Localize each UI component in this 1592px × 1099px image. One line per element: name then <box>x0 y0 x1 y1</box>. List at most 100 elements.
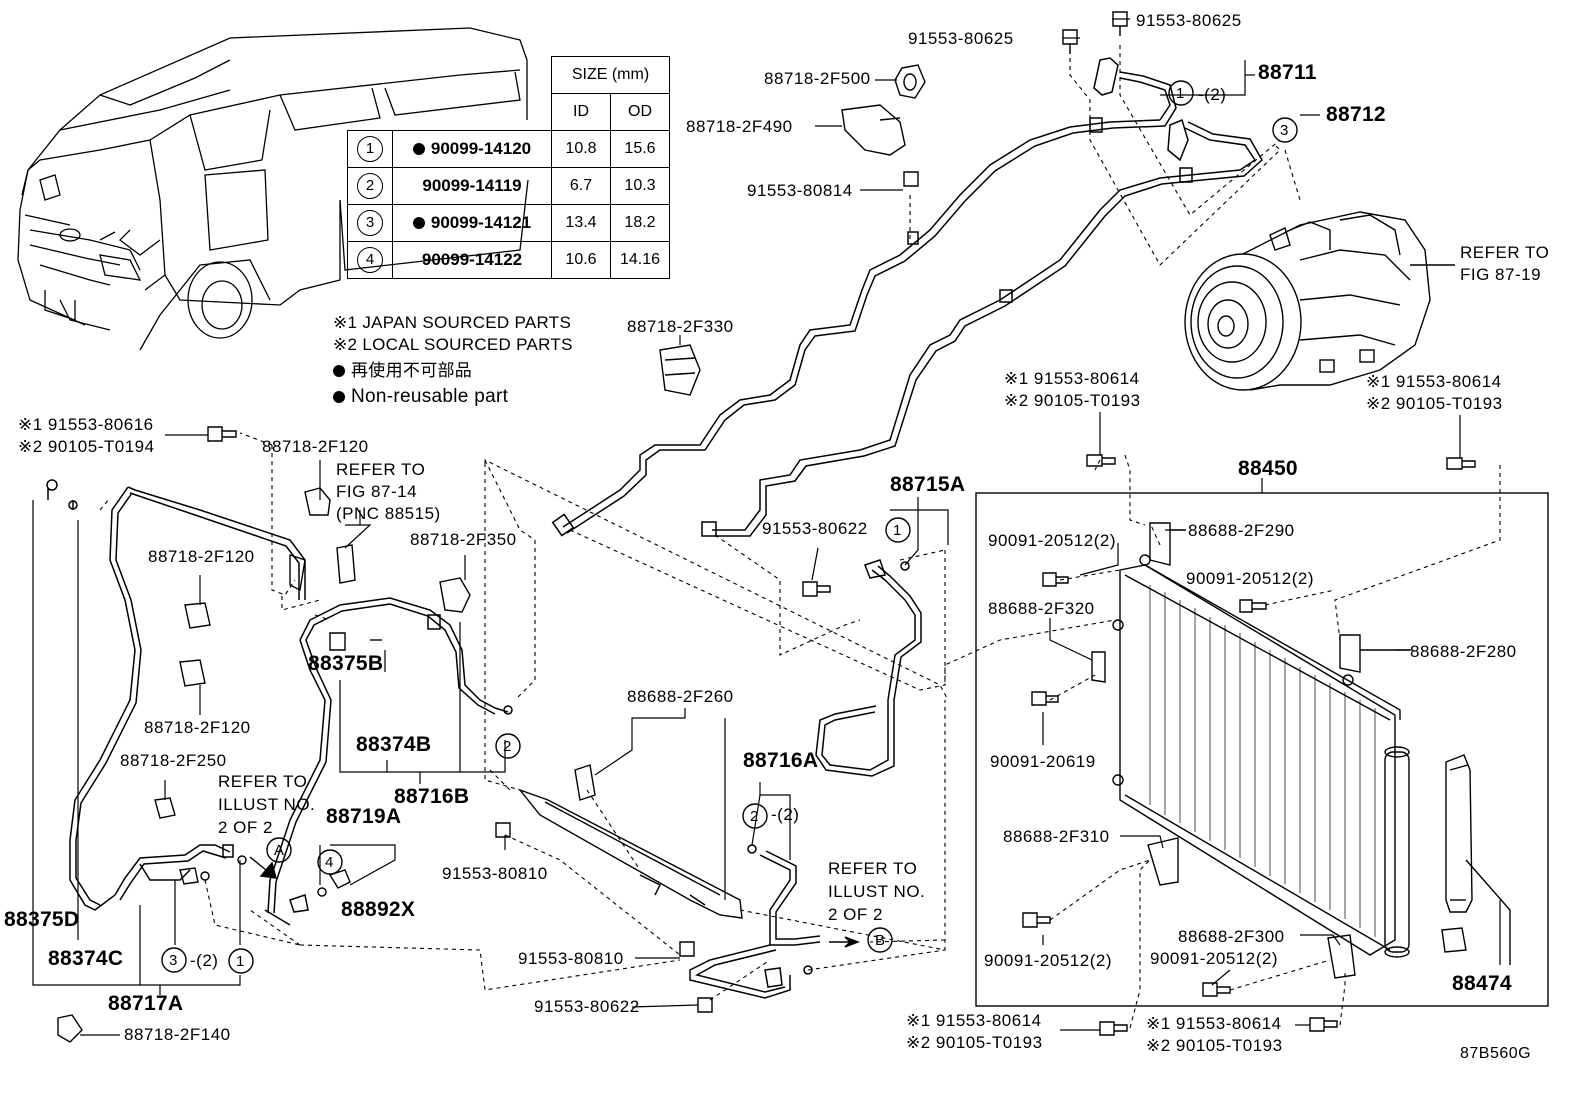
note-japan-sourced: ※1 JAPAN SOURCED PARTS <box>333 313 572 332</box>
label-x1-91553-80614-b: ※1 91553-80614 <box>1366 372 1502 391</box>
refer-a-line3: 2 OF 2 <box>218 818 273 837</box>
inner-diameter: 10.8 <box>551 130 611 168</box>
liquid-tube-88717a <box>46 479 306 911</box>
label-88688-2f280: 88688-2F280 <box>1410 642 1517 661</box>
callout-2-88716b: 2 <box>503 738 512 755</box>
callout-1-88717a: 1 <box>236 953 245 970</box>
inner-diameter: 6.7 <box>551 167 611 205</box>
size-header: SIZE (mm) <box>551 56 670 94</box>
outer-diameter: 15.6 <box>610 130 670 168</box>
label-88688-2f260: 88688-2F260 <box>627 687 734 706</box>
discharge-tube-88716b <box>264 597 513 926</box>
part-number: 90099-14120 <box>430 139 532 158</box>
condenser-brackets <box>1091 522 1410 979</box>
callout-2-88716a: 2 <box>750 808 759 825</box>
label-91553-80810-b: 91553-80810 <box>518 949 624 968</box>
discharge-hose-assembly <box>701 118 1263 537</box>
part-number: 90099-14122 <box>421 250 523 269</box>
outer-diameter: 18.2 <box>610 204 670 242</box>
label-88718-2f350: 88718-2F350 <box>410 530 517 549</box>
inner-diameter: 13.4 <box>551 204 611 242</box>
tube-88715a <box>815 559 922 777</box>
label-88718-2f120-a: 88718-2F120 <box>262 437 369 456</box>
label-qty-2: -(2) <box>771 805 800 824</box>
id-header: ID <box>551 93 611 131</box>
label-88717a: 88717A <box>108 992 184 1015</box>
label-88374c: 88374C <box>48 947 124 970</box>
label-91553-80814: 91553-80814 <box>747 181 853 200</box>
label-91553-80622-b: 91553-80622 <box>534 997 640 1016</box>
label-91553-80625-b: 91553-80625 <box>1136 11 1242 30</box>
bracket-88688-2f260 <box>517 764 743 919</box>
label-88712: 88712 <box>1326 103 1386 126</box>
label-x1-91553-80614-a: ※1 91553-80614 <box>1004 369 1140 388</box>
condenser <box>975 492 1549 1007</box>
refer-87-19-line2: FIG 87-19 <box>1460 265 1542 284</box>
label-88718-2f120-b: 88718-2F120 <box>148 547 255 566</box>
figure-id: 87B560G <box>1460 1045 1532 1062</box>
callout-4-88719a: 4 <box>325 854 334 871</box>
table-row: 3 90099-14121 13.4 18.2 <box>347 204 670 242</box>
label-90091-20619: 90091-20619 <box>990 752 1096 771</box>
receiver-desiccant <box>1441 754 1511 965</box>
nonreusable-dot-icon <box>412 217 425 229</box>
inner-diameter: 10.6 <box>551 241 611 279</box>
label-91553-80810-a: 91553-80810 <box>442 864 548 883</box>
outer-diameter: 10.3 <box>610 167 670 205</box>
callout-a: A <box>274 842 285 859</box>
label-88715a: 88715A <box>890 473 966 496</box>
label-88711: 88711 <box>1258 61 1317 84</box>
part-number: 90099-14119 <box>422 176 522 195</box>
row-number: 2 <box>357 173 383 199</box>
outer-diameter: 14.16 <box>610 241 670 279</box>
label-88716b: 88716B <box>394 785 470 808</box>
label-88688-2f300: 88688-2F300 <box>1178 927 1285 946</box>
label-x1-91553-80614-d: ※1 91553-80614 <box>1146 1014 1282 1033</box>
label-x2-90105-t0193-d: ※2 90105-T0193 <box>1146 1036 1283 1055</box>
label-qty-1: -(2) <box>1198 85 1227 104</box>
label-90091-20512-c: 90091-20512(2) <box>984 951 1112 970</box>
note-jp-nonreusable: 再使用不可部品 <box>333 362 472 380</box>
nonreusable-dot-icon <box>333 391 345 403</box>
label-88718-2f140: 88718-2F140 <box>124 1025 231 1044</box>
label-88474: 88474 <box>1452 972 1512 995</box>
refer-b-line2: ILLUST NO. <box>828 882 926 901</box>
table-row: 2 90099-14119 6.7 10.3 <box>347 167 670 205</box>
label-88718-2f120-c: 88718-2F120 <box>144 718 251 737</box>
expansion-valve-and-clamps <box>57 487 471 1043</box>
refer-b-line1: REFER TO <box>828 859 918 878</box>
label-88718-2f330: 88718-2F330 <box>627 317 734 336</box>
table-row: 4 90099-14122 10.6 14.16 <box>347 241 670 279</box>
label-x2-90105-t0193-a: ※2 90105-T0193 <box>1004 391 1141 410</box>
label-88688-2f310: 88688-2F310 <box>1003 827 1110 846</box>
note-nonreusable: Non-reusable part <box>333 387 508 406</box>
part-number: 90099-14121 <box>430 213 532 232</box>
label-88688-2f320: 88688-2F320 <box>988 599 1095 618</box>
label-88688-2f290: 88688-2F290 <box>1188 521 1295 540</box>
od-header: OD <box>610 93 670 131</box>
callout-b: B <box>875 932 886 949</box>
label-88719a: 88719A <box>326 805 402 828</box>
callout-1-88711: 1 <box>1176 85 1185 102</box>
nonreusable-dot-icon <box>333 365 345 377</box>
callout-1-88715a: 1 <box>893 522 902 539</box>
row-number: 3 <box>357 210 383 236</box>
compressor <box>1184 211 1431 391</box>
table-subheader-row: ID OD <box>347 93 670 131</box>
label-90091-20512-a: 90091-20512(2) <box>988 531 1116 550</box>
tube-88716a <box>689 844 821 999</box>
label-x2-90105-t0193-c: ※2 90105-T0193 <box>906 1033 1043 1052</box>
label-88374b: 88374B <box>356 733 432 756</box>
label-88716a: 88716A <box>743 749 819 772</box>
row-number: 4 <box>357 247 383 273</box>
label-90091-20512-d: 90091-20512(2) <box>1150 949 1278 968</box>
label-88450: 88450 <box>1238 457 1298 480</box>
label-x2-90105-t0193-b: ※2 90105-T0193 <box>1366 394 1503 413</box>
upper-clamps <box>659 64 926 396</box>
label-88718-2f250: 88718-2F250 <box>120 751 227 770</box>
label-88718-2f500: 88718-2F500 <box>764 69 871 88</box>
callout-3-88717a: 3 <box>169 952 178 969</box>
refer-87-14-line1: REFER TO <box>336 460 426 479</box>
table-header-row: SIZE (mm) <box>348 56 670 94</box>
